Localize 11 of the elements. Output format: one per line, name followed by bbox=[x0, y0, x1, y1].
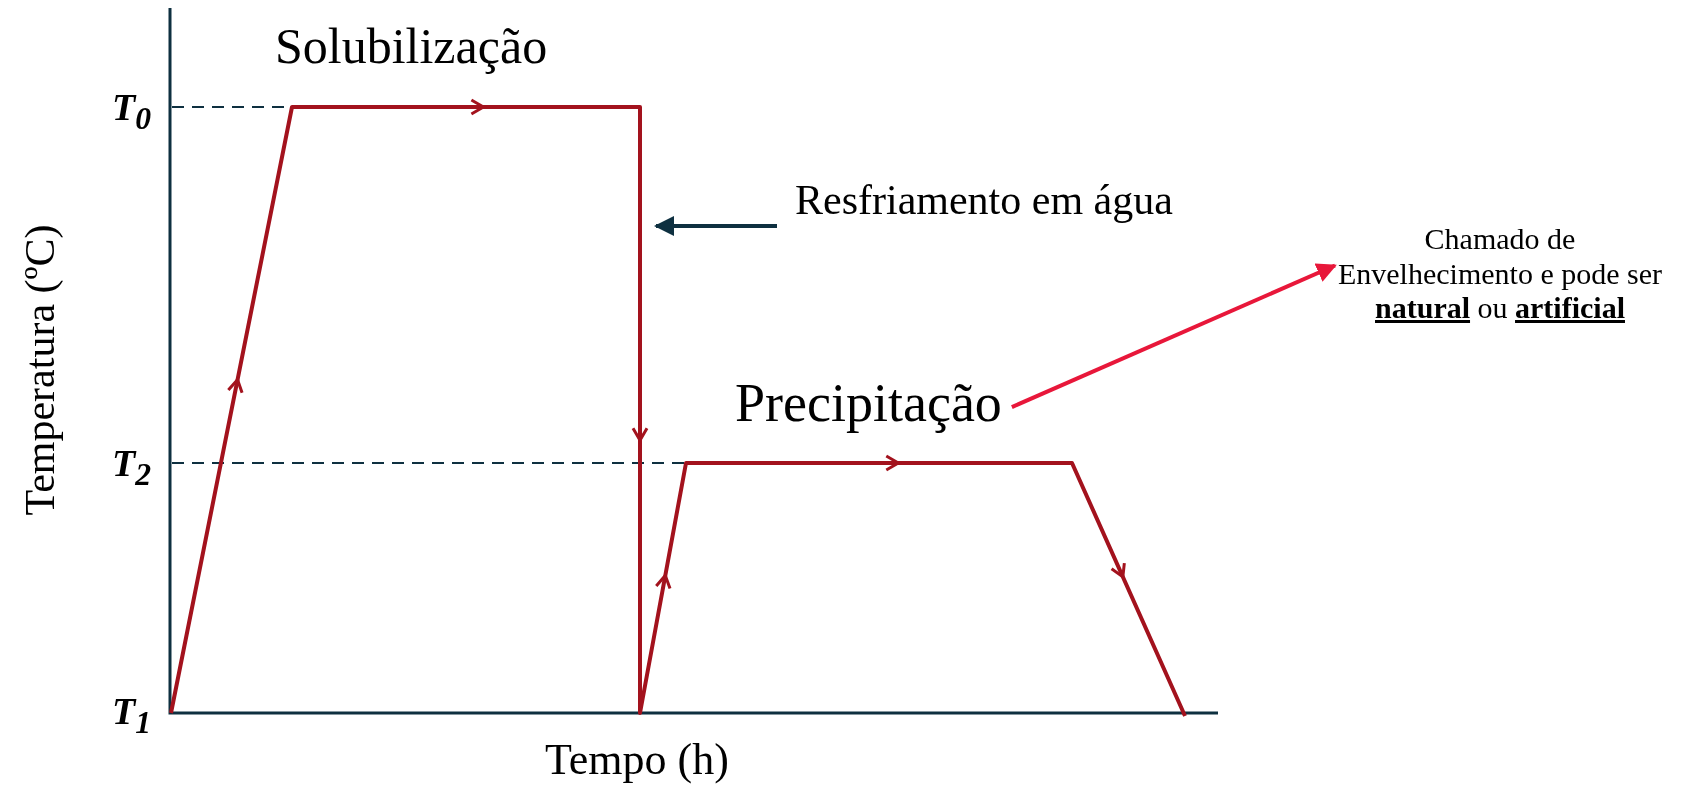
heading-text: Solubilização bbox=[275, 18, 548, 76]
axis-tick-label: T$_{2}$ bbox=[112, 442, 152, 493]
axis-tick-label: T$_{0}$ bbox=[112, 86, 152, 137]
note-text: Chamado de Envelhecimento e pode ser natural ou artificial bbox=[1325, 222, 1675, 326]
axis-tick-label: T$_{1}$ bbox=[112, 690, 152, 741]
arrow bbox=[654, 216, 777, 236]
axis-title: Tempo (h) bbox=[545, 735, 729, 786]
arrow bbox=[1011, 263, 1337, 409]
note-text: Resfriamento em água bbox=[795, 176, 1175, 225]
axis-title: Temperatura (ºC) bbox=[15, 224, 64, 516]
annotation-text: Precipitação bbox=[735, 372, 1002, 435]
